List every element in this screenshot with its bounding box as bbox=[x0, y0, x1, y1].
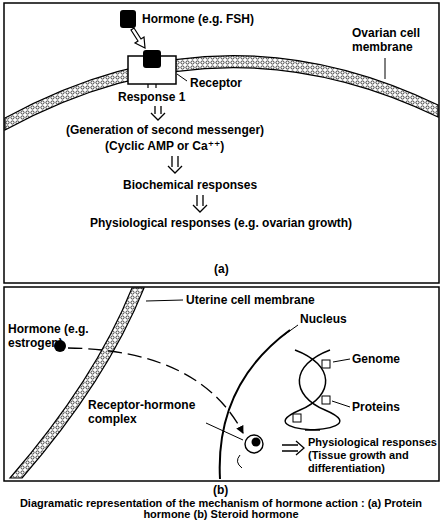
double-arrow bbox=[282, 441, 304, 455]
leader-line bbox=[284, 325, 298, 335]
hormone-block bbox=[120, 10, 136, 28]
part-label: Ovarian cell membrane bbox=[352, 26, 438, 54]
part-label: Physiological responses (Tissue growth a… bbox=[308, 436, 438, 475]
receptor-stem bbox=[155, 84, 156, 88]
leader-line bbox=[177, 74, 187, 81]
panel-frame bbox=[4, 287, 439, 481]
double-arrow bbox=[151, 106, 207, 212]
part-label: Receptor-hormone complex bbox=[88, 398, 210, 426]
part-label: (b) bbox=[213, 483, 228, 497]
cell-membrane bbox=[10, 288, 144, 478]
protein-square bbox=[322, 360, 330, 368]
receptor-tail bbox=[237, 455, 242, 468]
binding-arrow bbox=[131, 28, 145, 48]
part-label: Genome bbox=[352, 352, 400, 366]
receptor-stem bbox=[147, 84, 148, 88]
part-label: Uterine cell membrane bbox=[186, 293, 315, 307]
panel-frame bbox=[4, 3, 439, 283]
cell-membrane bbox=[5, 56, 438, 130]
part-label: Biochemical responses bbox=[123, 178, 257, 192]
protein-square bbox=[322, 396, 330, 404]
part-label: Hormone (e.g. estrogen) bbox=[8, 322, 103, 350]
leader-line bbox=[333, 359, 350, 362]
bound-hormone bbox=[252, 438, 261, 447]
part-label: Receptor bbox=[190, 76, 242, 90]
bound-hormone bbox=[143, 50, 161, 68]
part-label: Hormone (e.g. FSH) bbox=[142, 12, 254, 26]
protein-square bbox=[293, 414, 301, 422]
leader-line bbox=[146, 300, 183, 301]
part-label: Nucleus bbox=[300, 312, 347, 326]
leader-line bbox=[385, 58, 386, 79]
part-label: (a) bbox=[214, 262, 229, 276]
part-label: (Generation of second messenger) bbox=[66, 123, 264, 137]
leader-line bbox=[206, 423, 243, 440]
receptor-complex bbox=[245, 435, 263, 453]
nuclear-envelope bbox=[220, 330, 290, 479]
hormone-path-arrow bbox=[68, 348, 243, 433]
dna-strand bbox=[285, 350, 326, 430]
part-label: (Cyclic AMP or Ca⁺⁺) bbox=[105, 139, 224, 153]
part-label: Physiological responses (e.g. ovarian gr… bbox=[90, 216, 352, 230]
part-label: Response 1 bbox=[118, 90, 185, 104]
figure-caption: Diagramatic representation of the mechan… bbox=[11, 498, 431, 520]
part-label: Proteins bbox=[352, 400, 400, 414]
leader-line bbox=[332, 401, 350, 407]
